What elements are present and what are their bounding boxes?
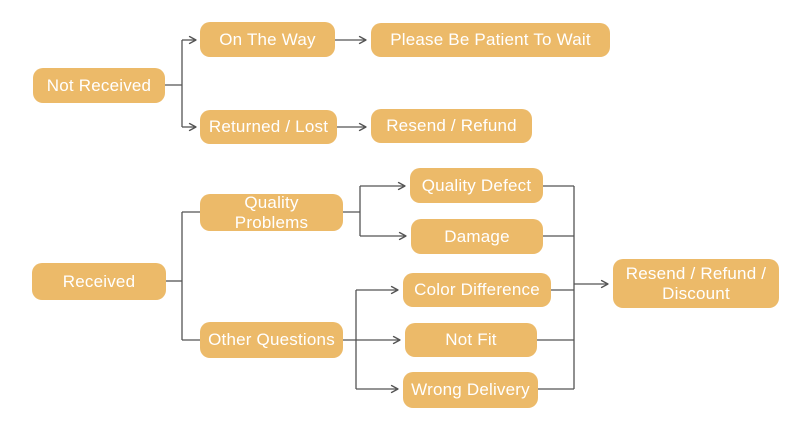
- node-received: Received: [32, 263, 166, 300]
- node-on-the-way: On The Way: [200, 22, 335, 57]
- node-other-questions: Other Questions: [200, 322, 343, 358]
- node-not-received: Not Received: [33, 68, 165, 103]
- node-quality-problems: Quality Problems: [200, 193, 343, 232]
- node-color-difference: Color Difference: [403, 273, 551, 307]
- node-not-fit: Not Fit: [405, 323, 537, 357]
- node-resend-refund: Resend / Refund: [371, 109, 532, 143]
- collector-connectors: [537, 185, 609, 390]
- node-returned-lost: Returned / Lost: [200, 110, 337, 144]
- bottom-tree-connectors: [166, 181, 407, 394]
- node-wrong-delivery: Wrong Delivery: [403, 372, 538, 408]
- node-damage: Damage: [411, 219, 543, 254]
- node-please-be-patient-to-wait: Please Be Patient To Wait: [371, 23, 610, 57]
- top-tree-connectors: [165, 35, 367, 132]
- node-quality-defect: Quality Defect: [410, 168, 543, 203]
- node-resend-refund-discount: Resend / Refund / Discount: [613, 259, 779, 308]
